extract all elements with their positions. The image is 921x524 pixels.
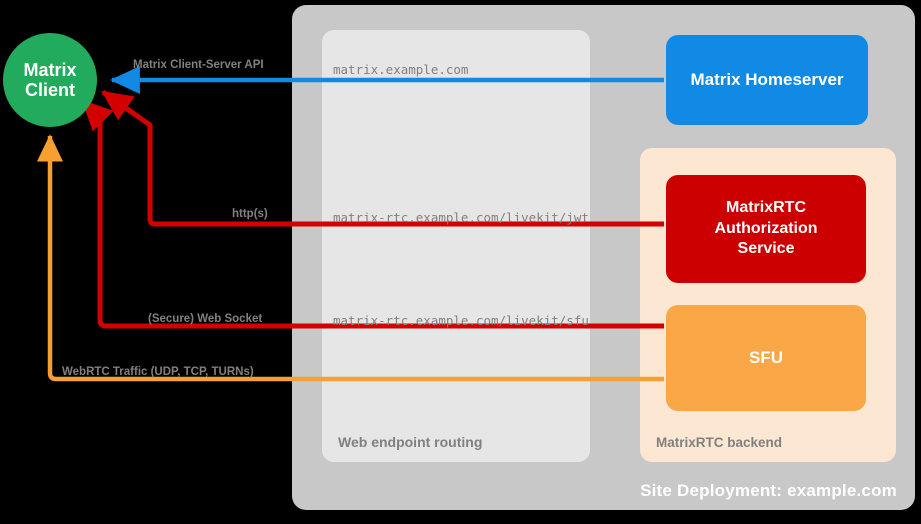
edge-label-client-server-api: Matrix Client-Server API [133, 59, 264, 71]
auth-line2: Authorization [714, 219, 818, 237]
matrix-client-line1: Matrix [23, 59, 77, 80]
endpoint-label-matrix: matrix.example.com [333, 62, 469, 77]
endpoint-label-livekit-sfu: matrix-rtc.example.com/livekit/sfu [333, 313, 589, 328]
endpoint-label-livekit-jwt: matrix-rtc.example.com/livekit/jwt [333, 210, 589, 225]
node-matrixrtc-authorization-service[interactable]: MatrixRTC Authorization Service [666, 175, 866, 283]
edge-label-https: http(s) [232, 208, 268, 220]
node-sfu[interactable]: SFU [666, 305, 866, 411]
matrix-homeserver-label: Matrix Homeserver [690, 70, 844, 89]
edge-label-webrtc: WebRTC Traffic (UDP, TCP, TURNs) [62, 366, 254, 378]
web-endpoint-routing-container: Web endpoint routing [322, 30, 590, 462]
edge-label-websocket: (Secure) Web Socket [148, 313, 263, 325]
node-matrix-client[interactable]: Matrix Client [3, 33, 97, 127]
node-matrix-client-text: Matrix Client [23, 60, 76, 100]
web-endpoint-routing-label: Web endpoint routing [338, 434, 483, 450]
auth-line1: MatrixRTC [725, 199, 806, 217]
node-matrixrtc-auth-text: MatrixRTC Authorization Service [714, 198, 817, 259]
matrixrtc-backend-label: MatrixRTC backend [656, 435, 783, 450]
node-matrix-homeserver[interactable]: Matrix Homeserver [666, 35, 868, 125]
auth-line3: Service [737, 240, 795, 258]
site-deployment-label: Site Deployment: example.com [640, 481, 897, 500]
sfu-label: SFU [749, 348, 783, 367]
matrix-client-line2: Client [24, 80, 75, 100]
